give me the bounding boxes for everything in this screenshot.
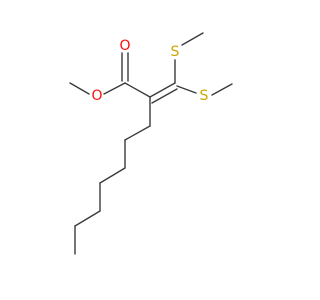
atom-label-group: O O S S bbox=[91, 38, 208, 104]
bond-group bbox=[69, 32, 233, 255]
atom-sulfur-upper: S bbox=[171, 44, 180, 60]
bond-carbon-sulfur-lower bbox=[176, 85, 197, 94]
bond-chain-4 bbox=[99, 167, 126, 184]
bond-chain-2 bbox=[124, 125, 151, 141]
atom-label-sulfur-upper: S bbox=[171, 44, 180, 60]
bond-sulfur-lower-methyl bbox=[211, 83, 233, 96]
bond-chain-6 bbox=[74, 210, 101, 227]
atom-oxygen-carbonyl: O bbox=[119, 38, 130, 54]
bond-alkene-double-b bbox=[151, 88, 178, 104]
atom-sulfur-lower: S bbox=[200, 88, 209, 104]
atom-label-oxygen-ester: O bbox=[91, 88, 102, 104]
bond-alkene-double-a bbox=[149, 82, 176, 98]
bond-oxygen-carbonyl-carbon bbox=[103, 82, 126, 95]
molecule-structure-diagram: O O S S bbox=[69, 32, 233, 255]
atom-label-sulfur-lower: S bbox=[200, 88, 209, 104]
atom-oxygen-ester: O bbox=[91, 88, 102, 104]
atom-label-oxygen-carbonyl: O bbox=[119, 38, 130, 54]
bond-sulfur-upper-methyl bbox=[181, 32, 204, 46]
bond-methyl-oxygen bbox=[69, 82, 90, 95]
bond-carbonyl-alpha bbox=[124, 82, 151, 98]
